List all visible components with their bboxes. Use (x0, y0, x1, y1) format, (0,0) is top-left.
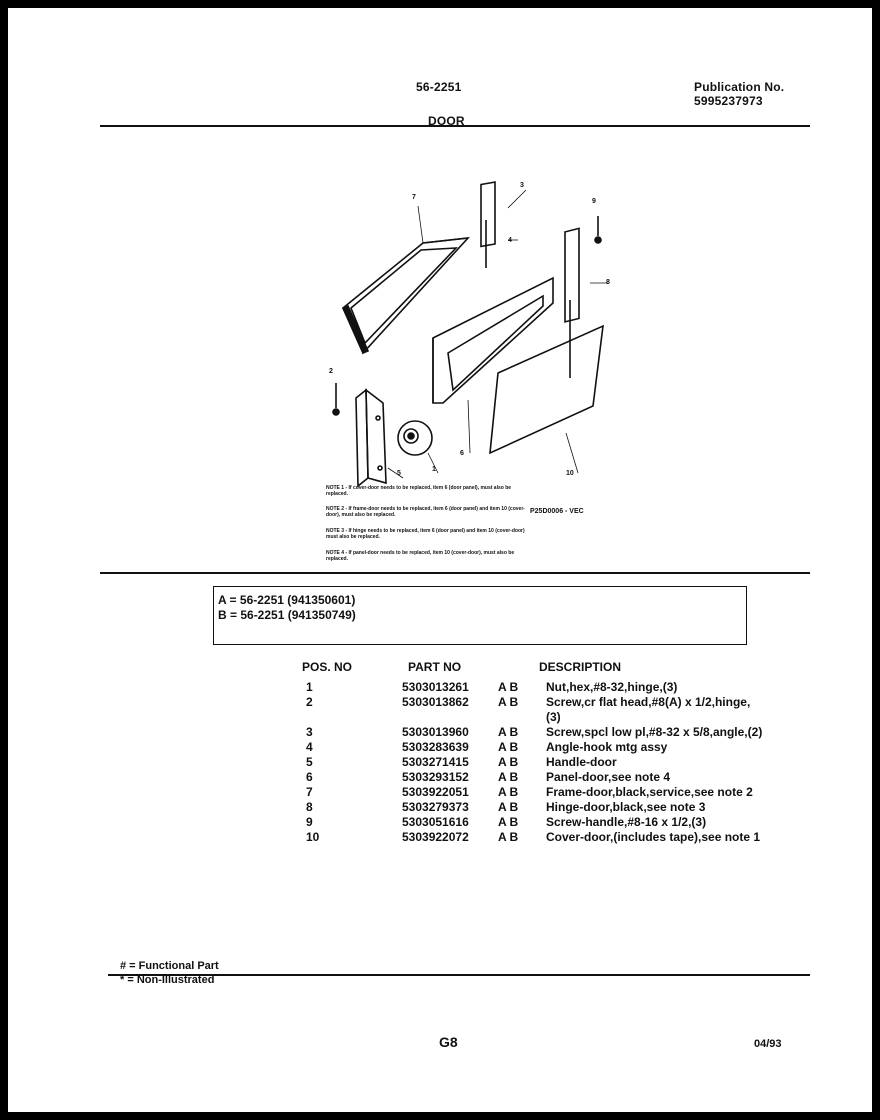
callout-7: 7 (412, 194, 416, 201)
cell-pos: 2 (306, 695, 313, 709)
cell-description-cont: (3) (546, 710, 561, 724)
callout-8: 8 (606, 279, 610, 286)
cell-pos: 3 (306, 725, 313, 739)
callout-1: 1 (432, 466, 436, 473)
callout-2: 2 (329, 368, 333, 375)
footer-rule (108, 974, 810, 976)
cell-description: Screw,spcl low pl,#8-32 x 5/8,angle,(2) (546, 725, 763, 739)
cell-part-number: 5303279373 (402, 800, 469, 814)
hinge-right-part (564, 227, 580, 378)
cell-part-number: 5303271415 (402, 755, 469, 769)
screw-left-part (332, 383, 340, 416)
cell-pos: 7 (306, 785, 313, 799)
legend-a: A = 56-2251 (941350601) (218, 593, 356, 607)
table-row: 6 5303293152 A B Panel-door,see note 4 (302, 770, 822, 785)
cell-pos: 5 (306, 755, 313, 769)
cell-part-number: 5303922072 (402, 830, 469, 844)
diagram-code: P25D0006 - VEC (530, 508, 584, 515)
table-row: 9 5303051616 A B Screw-handle,#8-16 x 1/2,(… (302, 815, 822, 830)
cell-part-number: 5303013862 (402, 695, 469, 709)
note-4: NOTE 4 - If panel-door needs to be repla… (326, 550, 515, 562)
cell-models: A B (498, 740, 519, 754)
legend-b: B = 56-2251 (941350749) (218, 608, 356, 622)
cell-models: A B (498, 800, 519, 814)
page-number: G8 (439, 1034, 458, 1050)
hinge-top-part (480, 181, 496, 268)
frame-door-part (341, 236, 471, 355)
callout-10: 10 (566, 470, 574, 477)
col-desc-header: DESCRIPTION (539, 660, 622, 674)
cell-description: Hinge-door,black,see note 3 (546, 800, 706, 814)
cell-pos: 4 (306, 740, 313, 754)
cell-part-number: 5303013261 (402, 680, 469, 694)
table-row: 3 5303013960 A B Screw,spcl low pl,#8-32 x … (302, 725, 822, 740)
callout-3: 3 (520, 182, 524, 189)
screw-part (594, 216, 602, 244)
cell-pos: 8 (306, 800, 313, 814)
cell-description: Nut,hex,#8-32,hinge,(3) (546, 680, 678, 694)
cell-models: A B (498, 830, 519, 844)
note-1: NOTE 1 - If cover-door needs to be repla… (326, 485, 512, 497)
parts-catalog-page: 56-2251 Publication No. 5995237973 DOOR (8, 8, 872, 1112)
cell-models: A B (498, 770, 519, 784)
table-row: 8 5303279373 A B Hinge-door,black,see note … (302, 800, 822, 815)
non-illustrated-legend: * = Non-Illustrated (120, 974, 215, 986)
cell-description: Screw-handle,#8-16 x 1/2,(3) (546, 815, 707, 829)
table-row: 10 5303922072 A B Cover-door,(includes tape… (302, 830, 822, 845)
cell-part-number: 5303013960 (402, 725, 469, 739)
revision-date: 04/93 (754, 1038, 782, 1050)
callout-6: 6 (460, 450, 464, 457)
cell-pos: 9 (306, 815, 313, 829)
cell-part-number: 5303922051 (402, 785, 469, 799)
table-header: POS. NO PART NO DESCRIPTION (302, 660, 822, 675)
cover-door-part (489, 324, 604, 455)
cell-pos: 10 (306, 830, 320, 844)
table-row: 4 5303283639 A B Angle-hook mtg assy (302, 740, 822, 755)
model-legend-box: A = 56-2251 (941350601) B = 56-2251 (941… (213, 586, 747, 645)
note-2: NOTE 2 - If frame-door needs to be repla… (326, 506, 525, 518)
diagram-rule (100, 572, 810, 574)
col-pos-header: POS. NO (302, 660, 353, 674)
table-row: 1 5303013261 A B Nut,hex,#8-32,hinge,(3) (302, 680, 822, 695)
cell-part-number: 5303051616 (402, 815, 469, 829)
cell-models: A B (498, 815, 519, 829)
table-row: 2 5303013862 A B Screw,cr flat head,#8(A) x… (302, 695, 822, 724)
cell-pos: 1 (306, 680, 313, 694)
table-row: 7 5303922051 A B Frame-door,black,service,s… (302, 785, 822, 800)
functional-part-legend: # = Functional Part (120, 960, 219, 972)
cell-description: Panel-door,see note 4 (546, 770, 671, 784)
cell-models: A B (498, 785, 519, 799)
table-row: 5 5303271415 A B Handle-door (302, 755, 822, 770)
panel-door-part (432, 276, 554, 404)
cell-models: A B (498, 680, 519, 694)
callout-5: 5 (397, 470, 401, 477)
handle-part (397, 420, 433, 456)
cell-models: A B (498, 755, 519, 769)
cell-description: Frame-door,black,service,see note 2 (546, 785, 753, 799)
cell-description: Handle-door (546, 755, 617, 769)
angle-hook-part (355, 388, 387, 488)
cell-pos: 6 (306, 770, 313, 784)
cell-part-number: 5303283639 (402, 740, 469, 754)
cell-models: A B (498, 725, 519, 739)
header-rule (100, 125, 810, 127)
publication-number: 5995237973 (694, 94, 763, 108)
col-part-header: PART NO (408, 660, 462, 674)
model-number: 56-2251 (416, 80, 462, 94)
cell-part-number: 5303293152 (402, 770, 469, 784)
door-exploded-diagram (332, 181, 608, 488)
section-title: DOOR (428, 114, 465, 128)
note-3: NOTE 3 - If hinge needs to be replaced, … (326, 528, 525, 540)
cell-description: Screw,cr flat head,#8(A) x 1/2,hinge, (546, 695, 751, 709)
cell-models: A B (498, 695, 519, 709)
callout-4: 4 (508, 237, 512, 244)
publication-label: Publication No. (694, 80, 785, 94)
cell-description: Cover-door,(includes tape),see note 1 (546, 830, 761, 844)
callout-9: 9 (592, 198, 596, 205)
cell-description: Angle-hook mtg assy (546, 740, 668, 754)
